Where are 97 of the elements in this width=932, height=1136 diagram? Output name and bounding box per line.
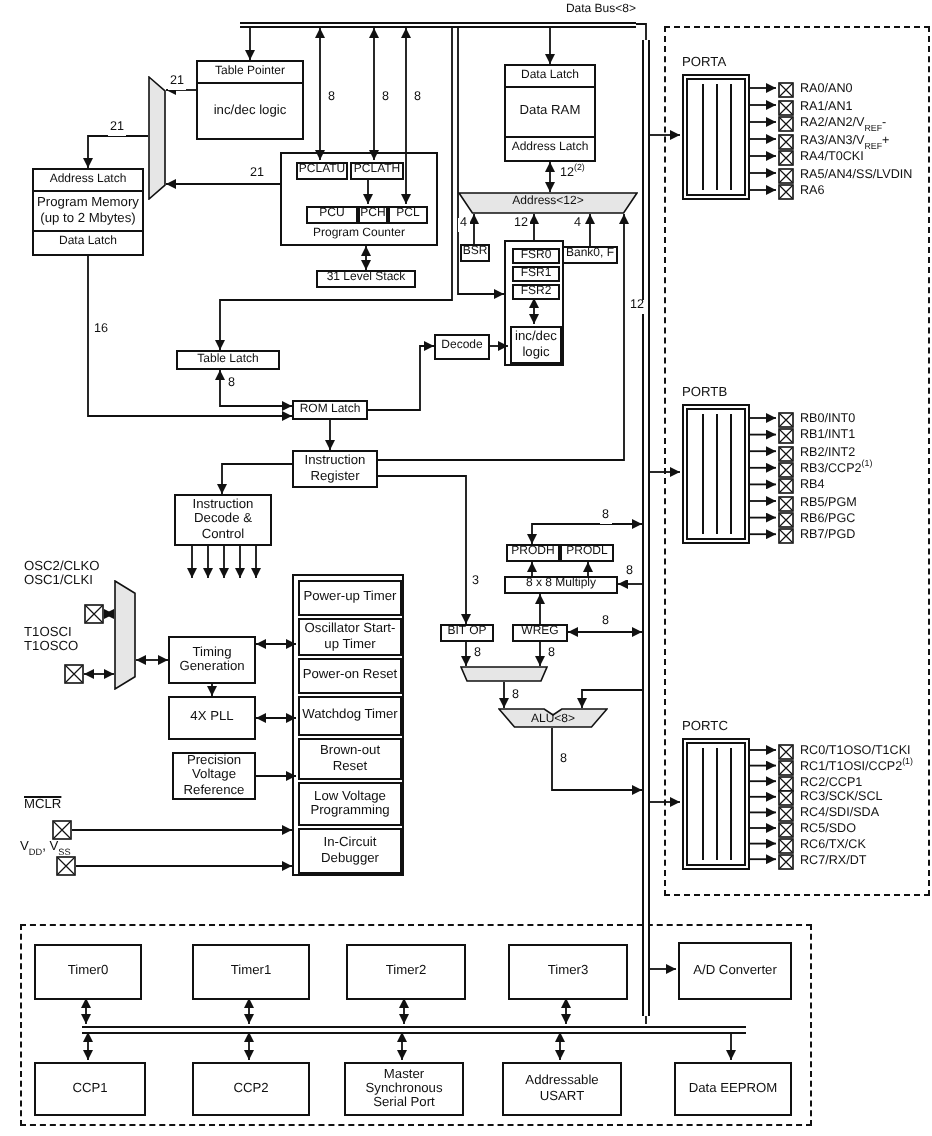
bus-arrow bbox=[747, 760, 777, 771]
bus-arrow bbox=[235, 545, 245, 579]
bus-bar bbox=[642, 40, 650, 1016]
bus-arrow bbox=[747, 823, 777, 833]
memory-block bbox=[504, 64, 596, 162]
bus-arrow bbox=[244, 1031, 254, 1061]
bus-arrow bbox=[747, 429, 777, 440]
bus-arrow bbox=[649, 467, 681, 477]
bus-arrow bbox=[747, 512, 777, 523]
bus-arrow bbox=[397, 1031, 407, 1061]
bus-arrow bbox=[747, 185, 777, 195]
bus-arrow bbox=[551, 727, 643, 795]
bus-arrow bbox=[165, 85, 197, 95]
bus-arrow bbox=[367, 341, 435, 411]
bus-arrow bbox=[747, 151, 777, 161]
bus-arrow bbox=[649, 130, 681, 140]
bus-arrow bbox=[215, 27, 453, 351]
bus-arrow bbox=[529, 213, 539, 241]
bus-arrow bbox=[457, 27, 505, 299]
bus-arrow bbox=[103, 609, 115, 619]
bus-arrow bbox=[255, 639, 297, 649]
bus-arrow bbox=[747, 745, 777, 755]
bus-arrow bbox=[535, 641, 545, 667]
bus-arrow bbox=[245, 27, 255, 61]
bus-arrow bbox=[461, 641, 471, 667]
bus-arrow bbox=[567, 627, 643, 637]
bus-arrow bbox=[469, 213, 479, 245]
bus-arrow bbox=[561, 997, 571, 1025]
bus-arrow bbox=[187, 545, 197, 579]
bus-arrow bbox=[747, 83, 777, 93]
bus-arrow bbox=[377, 475, 471, 625]
bus-arrow bbox=[75, 861, 293, 871]
dashed-frame bbox=[20, 924, 812, 1126]
bus-arrow bbox=[747, 479, 777, 490]
bus-arrow bbox=[369, 27, 379, 161]
bus-arrow bbox=[207, 683, 217, 697]
bus-arrow bbox=[325, 419, 335, 451]
bus-arrow bbox=[747, 100, 777, 110]
bus-arrow bbox=[649, 964, 677, 974]
bus-arrow bbox=[377, 213, 629, 461]
bus-arrow bbox=[529, 297, 539, 325]
bus-arrow bbox=[555, 1031, 565, 1061]
bus-arrow bbox=[545, 27, 555, 65]
bus-arrow bbox=[83, 1031, 93, 1061]
bus-arrow bbox=[83, 135, 149, 169]
memory-block bbox=[32, 168, 144, 256]
bus-arrow bbox=[135, 655, 169, 665]
bus-arrow bbox=[489, 341, 509, 351]
bus-arrow bbox=[583, 561, 593, 577]
bus-arrow bbox=[747, 413, 777, 423]
bus-arrow bbox=[545, 161, 555, 193]
bus-arrow bbox=[726, 1031, 736, 1061]
bus-arrow bbox=[747, 462, 777, 473]
bus-arrow bbox=[71, 825, 293, 835]
bus-arrow bbox=[255, 713, 297, 723]
bus-arrow bbox=[255, 771, 297, 781]
bus-arrow bbox=[617, 579, 643, 589]
bus-arrow bbox=[747, 854, 777, 865]
bus-arrow bbox=[87, 255, 293, 421]
bus-arrow bbox=[747, 446, 777, 457]
bus-arrow bbox=[499, 681, 509, 709]
bus-arrow bbox=[315, 27, 325, 161]
bus-arrow bbox=[747, 496, 777, 506]
bus-arrow bbox=[399, 997, 409, 1025]
bus-bar bbox=[82, 1026, 746, 1034]
bus-arrow bbox=[165, 179, 281, 189]
bus-arrow bbox=[81, 997, 91, 1025]
register-group bbox=[280, 152, 438, 246]
group-frame bbox=[504, 240, 564, 366]
bus-arrow bbox=[361, 245, 371, 271]
bus-arrow bbox=[215, 369, 293, 411]
bus-arrow bbox=[203, 545, 213, 579]
bus-arrow bbox=[747, 168, 777, 178]
group-frame bbox=[292, 574, 404, 876]
memory-block bbox=[196, 60, 304, 140]
dashed-frame bbox=[664, 26, 930, 896]
bus-arrow bbox=[244, 997, 254, 1025]
bus-arrow bbox=[747, 807, 777, 818]
bus-arrow bbox=[527, 519, 643, 545]
bus-arrow bbox=[747, 529, 777, 540]
bus-arrow bbox=[747, 791, 777, 802]
bus-arrow bbox=[649, 797, 681, 807]
bus-arrow bbox=[527, 561, 537, 577]
bus-arrow bbox=[635, 23, 647, 41]
bus-arrow bbox=[577, 689, 643, 709]
bus-arrow bbox=[747, 776, 777, 787]
bus-arrow bbox=[747, 117, 777, 127]
bus-arrow bbox=[401, 27, 411, 205]
bus-arrow bbox=[535, 593, 545, 625]
bus-arrow bbox=[217, 463, 293, 495]
bus-arrow bbox=[219, 545, 229, 579]
bus-arrow bbox=[747, 134, 777, 144]
bus-arrow bbox=[363, 177, 373, 205]
bus-arrow bbox=[251, 545, 261, 579]
bus-arrow bbox=[747, 838, 777, 849]
bus-arrow bbox=[83, 669, 115, 679]
bus-arrow bbox=[585, 213, 595, 247]
